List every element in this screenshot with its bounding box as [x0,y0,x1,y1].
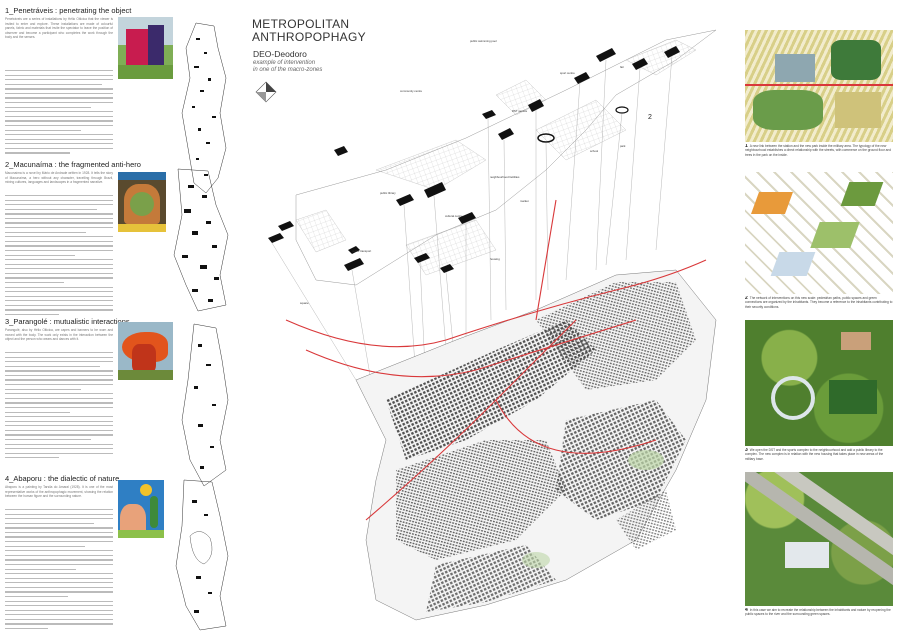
map-label: public transport [352,249,372,253]
caption-number: 2 [745,296,748,301]
section-1-text: Penetráveis are a series of installation… [5,17,113,40]
caption-text: The network of interventions on this new… [745,296,893,309]
map-label: school [590,149,599,153]
section-3-body-lines [5,352,113,462]
map-label: fair [620,65,624,69]
section-2-text: Macunaíma is a novel by Mário de Andrade… [5,171,113,185]
poster-caption: example of intervention in one of the ma… [253,60,322,74]
axonometric-map [268,29,717,621]
caption-number: 1 [745,144,748,149]
section-4-body-lines [5,509,113,633]
section-3-text: Parangolé, also by Hélio Oiticica, are c… [5,328,113,342]
section-1-body-lines [5,70,113,157]
poster-caption-line-2: in one of the macro-zones [253,67,323,73]
map-label: cultural centre [445,214,463,218]
intervention-4-image [745,472,893,606]
caption-number: 4 [745,608,748,613]
left-column: 1_Penetráveis : penetrating the object P… [0,0,235,637]
scale-number: 2 [648,114,652,121]
map-label: public library [380,191,396,195]
poster-title-line-1: METROPOLITAN [252,17,350,31]
intervention-1-image [745,30,893,142]
section-1-title: 1_Penetráveis : penetrating the object [5,6,132,15]
section-1-diagram [181,22,227,194]
map-label: public swimming pool [470,39,497,43]
intervention-3-image [745,320,893,446]
map-label: neighbourhood facilities [490,175,520,179]
map-label: park [620,144,626,148]
section-3-title: 3_Parangolé : mutualistic interactions [5,317,130,326]
map-label: market [520,199,529,203]
poster-title-line-2: ANTHROPOPHAGY [252,30,366,44]
poster-caption-line-1: example of intervention [253,60,316,66]
penetraveis-photo [118,17,173,79]
map-label: housing [490,257,500,261]
compass-icon [255,81,277,103]
macunaima-cover-image [118,172,166,232]
section-3-diagram [181,323,229,487]
section-4-title: 4_Abaporu : the dialectic of nature [5,474,120,483]
poster-subtitle: DEO-Deodoro [253,49,307,59]
caption-text: We open the DST and the sports complex t… [745,448,884,461]
map-label: square [300,301,309,305]
caption-text: A new link between the station and the n… [745,144,892,157]
map-label: community centre [400,89,423,93]
caption-text: In this case we aim to recreate the rela… [745,608,891,617]
parangole-photo [118,322,173,380]
abaporu-painting [118,480,164,538]
caption-number: 3 [745,448,748,453]
map-label: sport centre [560,71,575,75]
section-4-text: Abaporu is a painting by Tarsila do Amar… [5,485,113,499]
map-label: DST service [512,109,528,113]
section-2-body-lines [5,195,113,319]
section-4-diagram [175,479,229,631]
poster-title: METROPOLITAN ANTHROPOPHAGY [252,18,366,44]
section-2-diagram [173,168,229,312]
intervention-2-image [745,172,893,294]
section-2-title: 2_Macunaíma : the fragmented anti-hero [5,160,141,169]
